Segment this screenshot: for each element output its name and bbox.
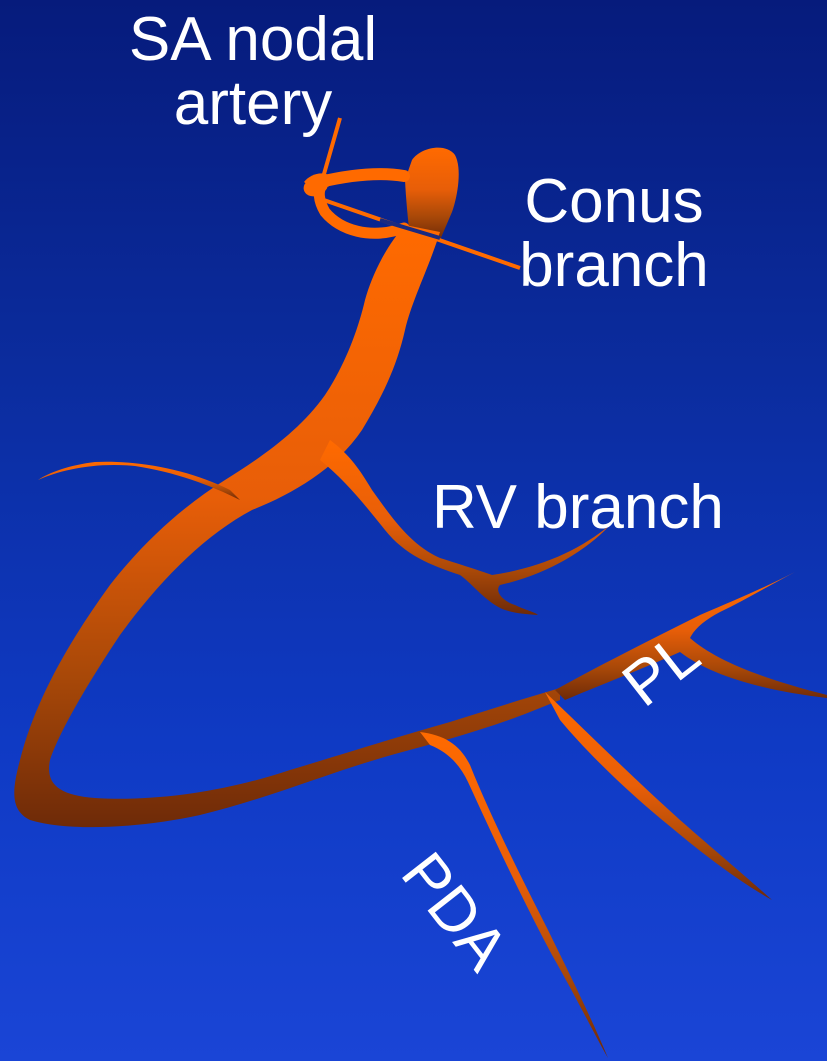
sa-nodal-artery-label: SA nodal artery [108,8,398,136]
sa-nodal-label-line2: artery [108,72,398,136]
sa-nodal-label-line1: SA nodal [108,8,398,72]
conus-label-line1: Conus [494,170,734,234]
conus-branch-vessel [319,186,404,233]
rca-ostium-bulb [405,148,459,240]
rv-branch-label: RV branch [432,476,724,540]
conus-label-line2: branch [494,234,734,298]
conus-branch-label: Conus branch [494,170,734,298]
pl-descending-branch [545,692,772,900]
